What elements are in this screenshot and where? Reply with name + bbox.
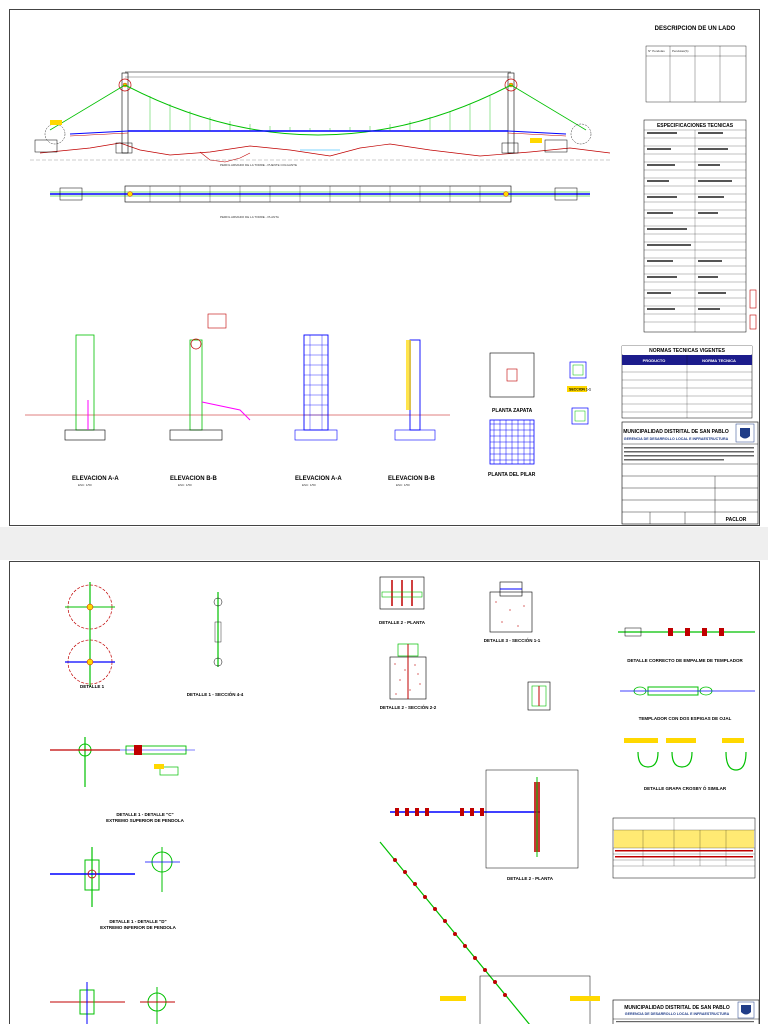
- detail-c-title: DETALLE 1 - DETALLE "C": [116, 812, 173, 817]
- zapata-plans: PLANTA ZAPATA PLANTA DEL PILAR SECCION 1…: [488, 352, 591, 478]
- view-2-scale: ESC: 1/50: [178, 483, 192, 487]
- view-3-title: ELEVACION A-A: [295, 476, 342, 482]
- plan-caption: PERFIL ARMADO DE LA TORRE - PLANTA: [220, 215, 279, 219]
- specs-title: ESPECIFICACIONES TECNICAS: [657, 123, 734, 129]
- detail-2-plan-large: DETALLE 2 - PLANTA: [379, 769, 600, 1024]
- bridge-elevation: PERFIL ARMADO DE LA TORRE - PUENTE COLGA…: [30, 71, 611, 167]
- detail-2-plan-title: DETALLE 2 - PLANTA: [379, 620, 426, 625]
- templador-ojal-title: TEMPLADOR CON DOS ESPIGAS DE OJAL: [639, 716, 732, 721]
- cable-table: [612, 817, 756, 879]
- detail-d-subtitle: EXTREMO INFERIOR DE PENDOLA: [100, 925, 177, 930]
- view-3-scale: ESC: 1/50: [302, 483, 316, 487]
- grapa-title: DETALLE GRAPA CROSBY Ó SIMILAR: [644, 784, 727, 791]
- detail-1-section-4-4: DETALLE 1 - SECCIÓN 4-4: [187, 592, 244, 697]
- tb2-municipality: MUNICIPALIDAD DISTRITAL DE SAN PABLO: [624, 1005, 730, 1011]
- side-description-table: DESCRIPCION DE UN LADO N° Pendolas Pendo…: [645, 26, 747, 103]
- detail-1-title: DETALLE 1: [80, 684, 105, 689]
- bridge-plan: PERFIL ARMADO DE LA TORRE - PLANTA: [50, 185, 590, 219]
- side-col-1: N° Pendolas: [648, 49, 665, 53]
- drawing-sheet-1: PERFIL ARMADO DE LA TORRE - PUENTE COLGA…: [9, 9, 760, 526]
- tb2-office: GERENCIA DE DESARROLLO LOCAL E INFRAESTR…: [625, 1012, 730, 1016]
- view-4-title: ELEVACION B-B: [388, 476, 436, 482]
- norms-table: NORMAS TECNICAS VIGENTES PRODUCTO NORMA …: [621, 345, 753, 419]
- title-block-1: MUNICIPALIDAD DISTRITAL DE SAN PABLO GER…: [621, 421, 759, 525]
- view-2-title: ELEVACION B-B: [170, 476, 218, 482]
- side-table-title: DESCRIPCION DE UN LADO: [655, 26, 736, 32]
- detail-2-plan-top: DETALLE 2 - PLANTA: [379, 576, 426, 625]
- side-col-2: Pendolas(S): [672, 49, 689, 53]
- elevation-views: ELEVACION A-A ESC: 1/50 ELEVACION B-B ES…: [25, 313, 450, 487]
- norms-col-1: PRODUCTO: [643, 358, 666, 363]
- title-block-2: MUNICIPALIDAD DISTRITAL DE SAN PABLO GER…: [612, 999, 759, 1024]
- view-1-scale: ESC: 1/50: [78, 483, 92, 487]
- tb1-municipality: MUNICIPALIDAD DISTRITAL DE SAN PABLO: [623, 429, 729, 435]
- norms-col-2: NORMA TECNICA: [702, 358, 736, 363]
- detail-2-plan-large-title: DETALLE 2 - PLANTA: [507, 876, 554, 881]
- planta-pilar-label: PLANTA DEL PILAR: [488, 472, 536, 478]
- detail-d-title: DETALLE 1 - DETALLE "D": [109, 919, 166, 924]
- drawing-sheet-2: DETALLE 1 DETALLE 1 - SECCIÓN 4-4 DETALL…: [9, 561, 760, 1024]
- detail-lower-left: [50, 982, 175, 1024]
- templador-details: DETALLE CORRECTO DE EMPALME DE TEMPLADOR…: [618, 627, 755, 791]
- specs-table: ESPECIFICACIONES TECNICAS: [643, 119, 757, 333]
- detail-c-subtitle: EXTREMO SUPERIOR DE PENDOLA: [106, 818, 185, 823]
- planta-zapata-label: PLANTA ZAPATA: [492, 408, 533, 414]
- templador-empalme-title: DETALLE CORRECTO DE EMPALME DE TEMPLADOR: [627, 658, 743, 663]
- seccion-label: SECCION 1-1: [569, 388, 591, 392]
- detail-2-2-2-title: DETALLE 2 - SECCIÓN 2-2: [380, 703, 437, 710]
- page-gap: [0, 527, 768, 560]
- view-1-title: ELEVACION A-A: [72, 476, 119, 482]
- elevation-caption: PERFIL ARMADO DE LA TORRE - PUENTE COLGA…: [220, 163, 297, 167]
- detail-d: DETALLE 1 - DETALLE "D" EXTREMO INFERIOR…: [50, 847, 180, 930]
- norms-title: NORMAS TECNICAS VIGENTES: [649, 348, 726, 354]
- detail-c: DETALLE 1 - DETALLE "C" EXTREMO SUPERIOR…: [50, 737, 195, 823]
- detail-1-4-4-title: DETALLE 1 - SECCIÓN 4-4: [187, 690, 244, 697]
- view-4-scale: ESC: 1/50: [396, 483, 410, 487]
- detail-3-title: DETALLE 3 - SECCIÓN 1-1: [484, 636, 541, 643]
- detail-1: DETALLE 1: [65, 582, 115, 689]
- tb1-office: GERENCIA DE DESARROLLO LOCAL E INFRAESTR…: [624, 437, 729, 441]
- detail-3-section-1-1: DETALLE 3 - SECCIÓN 1-1: [484, 581, 551, 711]
- tb1-sheet-code: PACLOR: [726, 517, 747, 523]
- detail-2-section-2-2: DETALLE 2 - SECCIÓN 2-2: [380, 643, 437, 710]
